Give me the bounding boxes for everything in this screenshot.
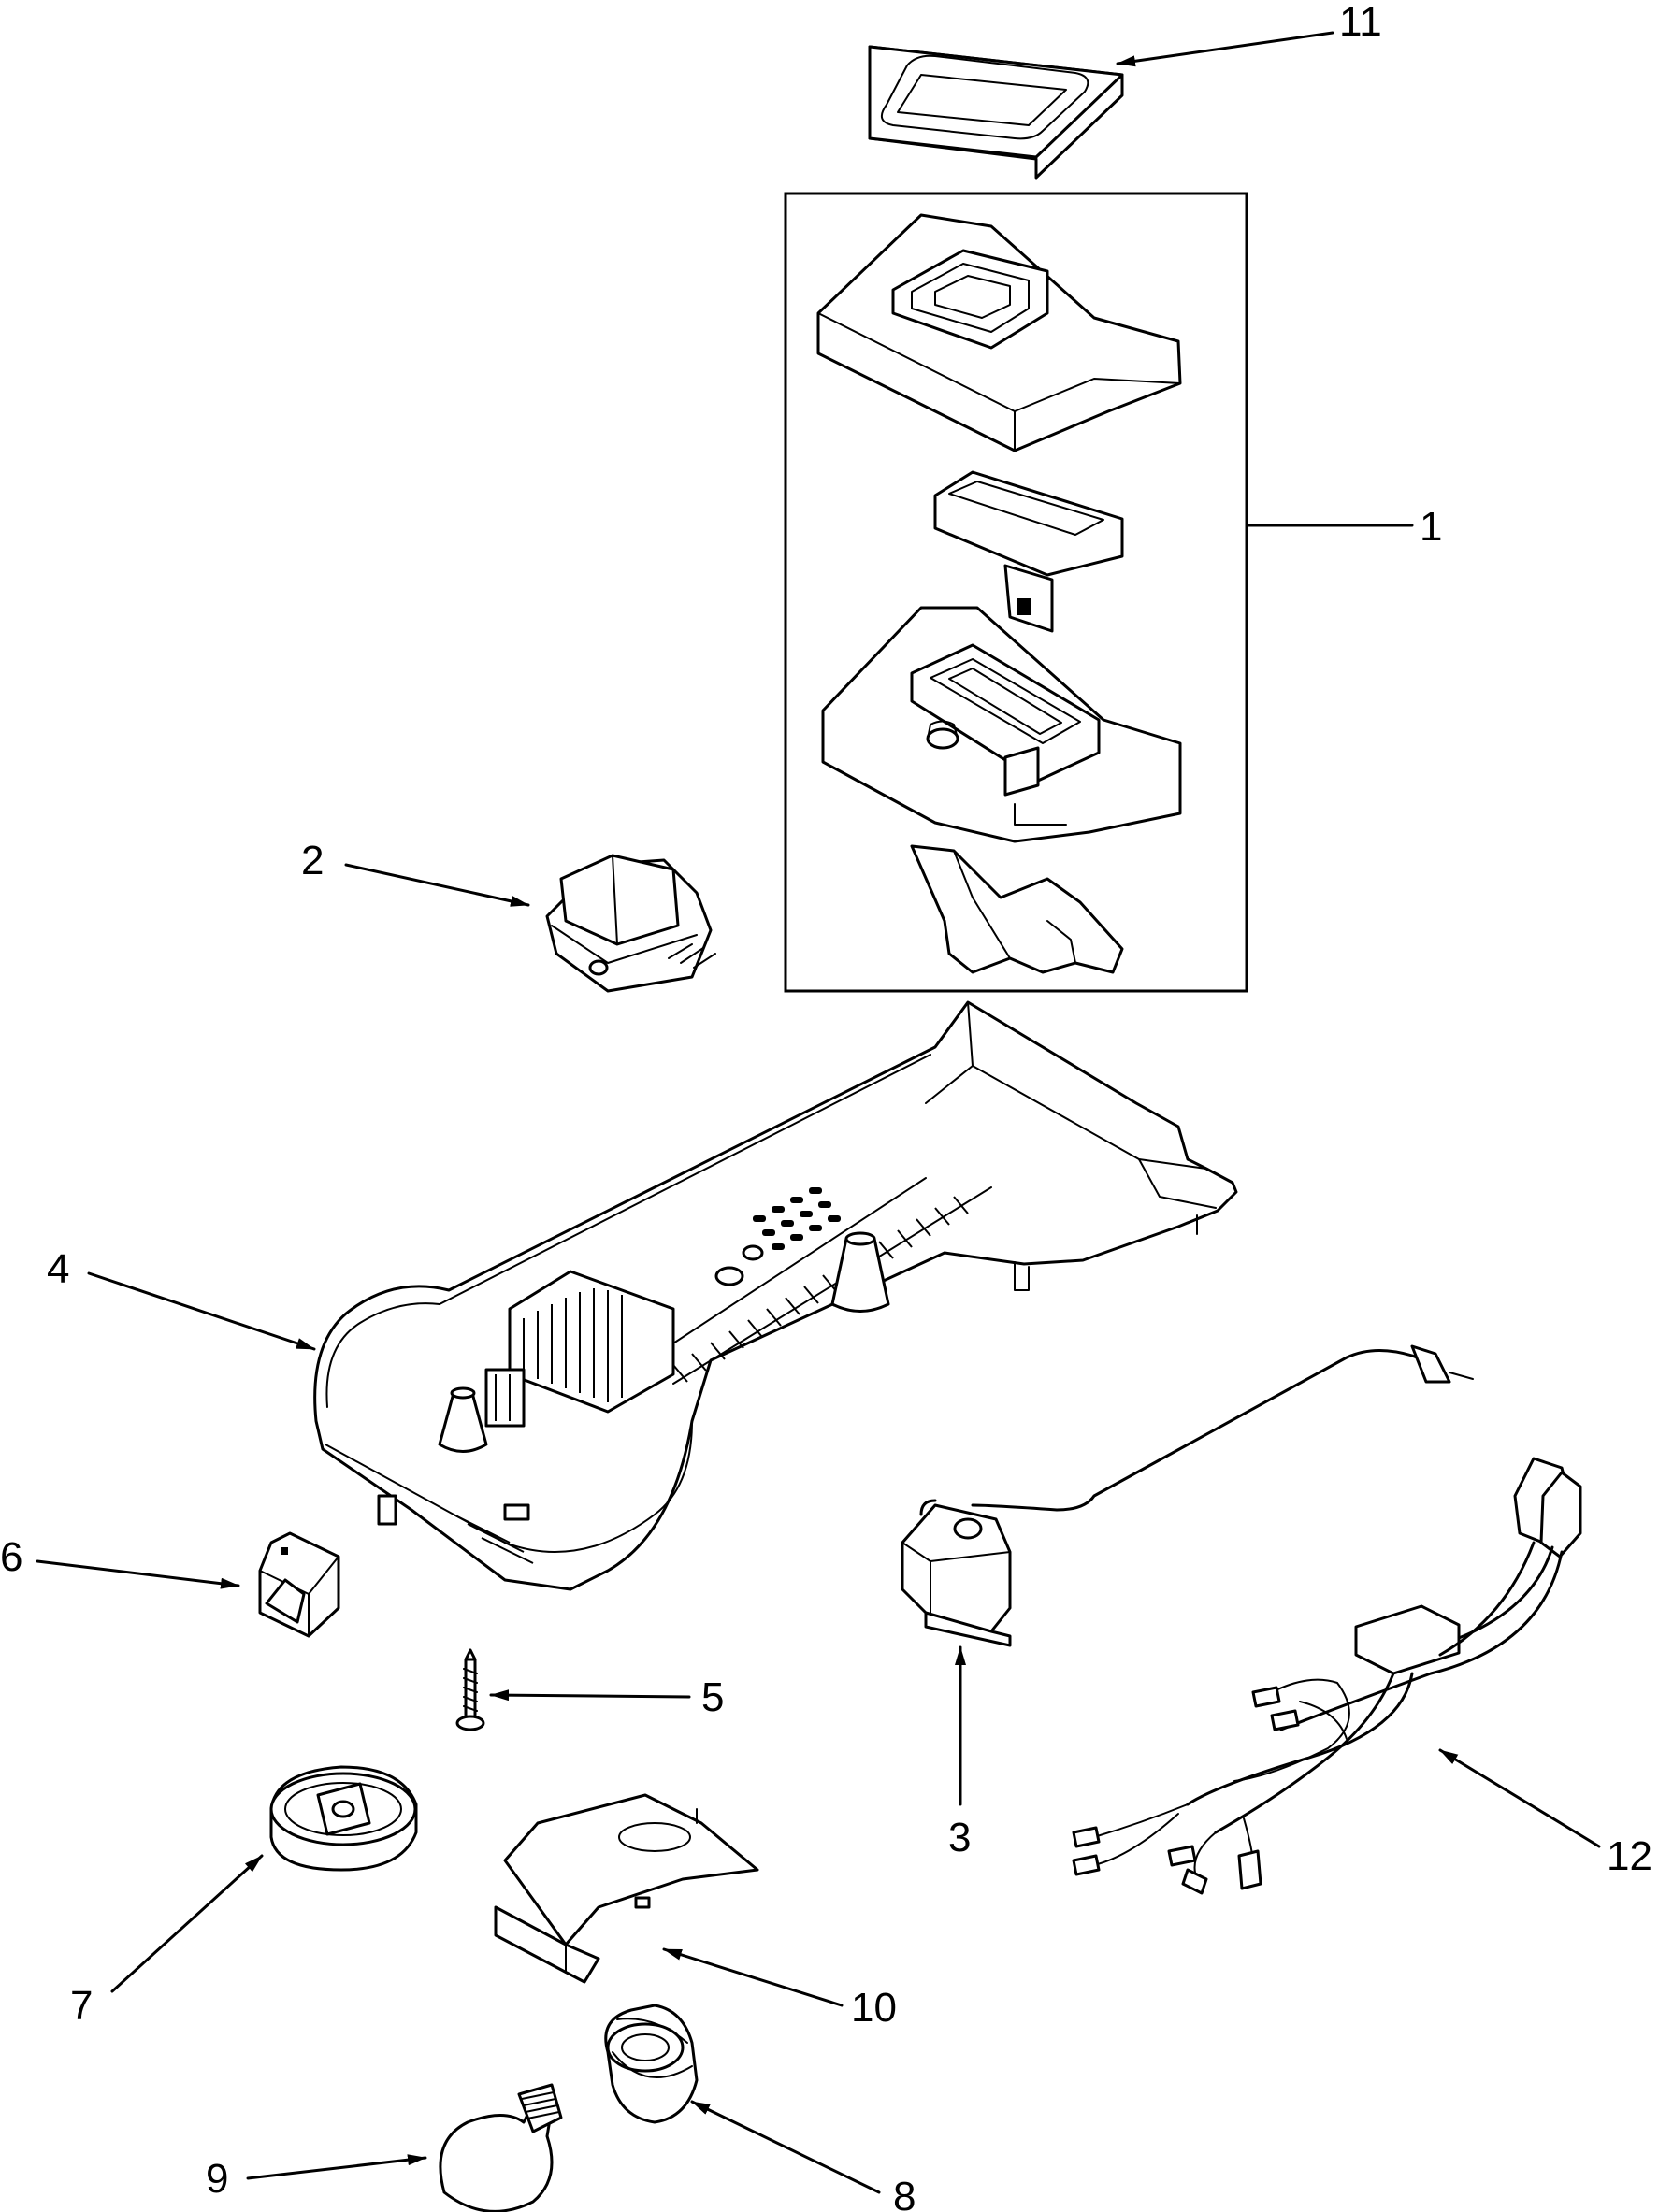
- part-12-harness: [1072, 1457, 1582, 1895]
- part-6-switch: [258, 1531, 340, 1638]
- housing-heatsink-fins: [523, 1288, 623, 1402]
- leader-12: [1438, 1748, 1601, 1848]
- housing-vent-slots: [753, 1187, 841, 1250]
- callout-4: 4: [47, 1246, 69, 1292]
- part-1-paddle: [910, 844, 1124, 974]
- leader-4: [87, 1271, 316, 1351]
- part-10-bracket: [494, 1793, 759, 1984]
- part-1-kit-box: [784, 192, 1248, 993]
- part-9-bulb: [439, 2083, 563, 2212]
- harness-terminals: [1072, 1686, 1300, 1895]
- callout-5: 5: [701, 1674, 724, 1720]
- leader-lines: [36, 31, 1601, 2194]
- leader-10: [662, 1947, 844, 2007]
- leader-11: [1116, 31, 1334, 67]
- leader-9: [246, 2154, 427, 2180]
- callout-1: 1: [1420, 504, 1442, 550]
- callout-7: 7: [70, 1983, 93, 2029]
- part-5-screw: [455, 1648, 485, 1731]
- callout-2: 2: [301, 838, 324, 883]
- part-3-thermostat: [901, 1344, 1474, 1647]
- part-4-housing: [313, 1000, 1238, 1591]
- housing-label-plate: [453, 1514, 534, 1564]
- callout-9: 9: [206, 2156, 228, 2202]
- leader-2: [344, 863, 530, 907]
- part-1-base: [821, 606, 1182, 843]
- callout-6: 6: [0, 1534, 22, 1580]
- part-1-top-housing: [816, 213, 1182, 452]
- leader-8: [690, 2100, 881, 2194]
- callout-11: 11: [1339, 0, 1382, 45]
- part-11-gasket: [868, 45, 1124, 180]
- callout-10: 10: [851, 1985, 897, 2031]
- part-2-timer: [545, 854, 716, 993]
- leader-7: [110, 1854, 264, 1993]
- leader-6: [36, 1559, 240, 1589]
- callout-8: 8: [893, 2174, 916, 2212]
- callout-3: 3: [948, 1815, 971, 1860]
- part-7-cup: [269, 1765, 418, 1872]
- callout-12: 12: [1607, 1833, 1652, 1879]
- leader-5: [489, 1689, 691, 1702]
- part-1-chute: [933, 470, 1124, 633]
- part-8-socket: [604, 2004, 699, 2124]
